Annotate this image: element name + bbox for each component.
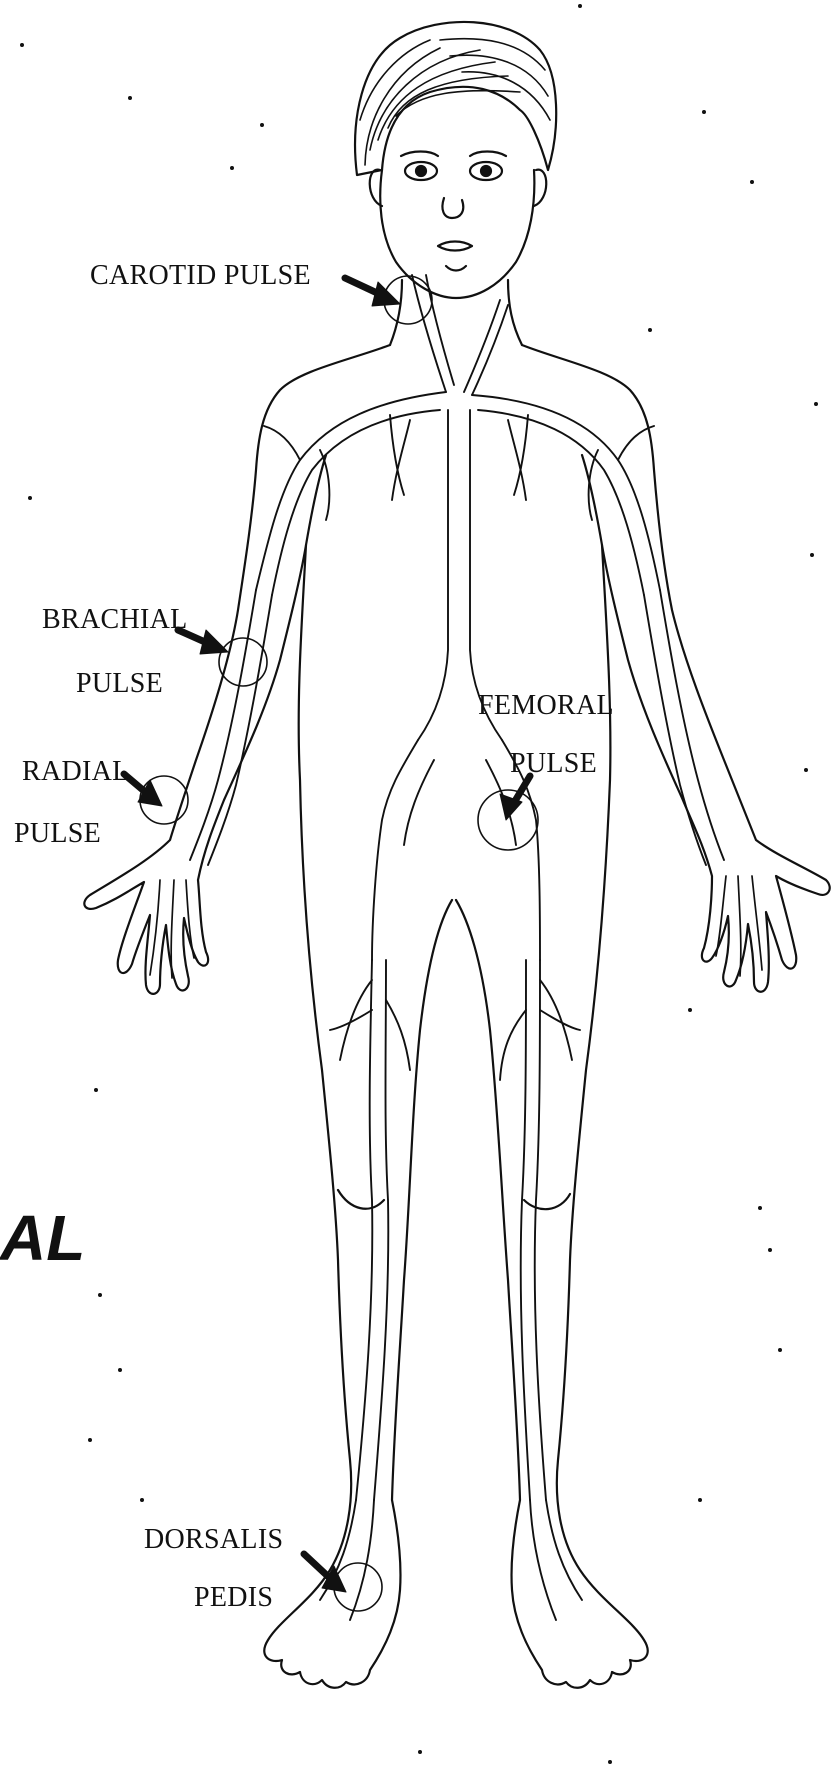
dorsalis-label-line2: PEDIS bbox=[194, 1584, 273, 1612]
brachial-label-line2: PULSE bbox=[76, 670, 163, 698]
radial-label-line1: RADIAL bbox=[22, 758, 130, 786]
hand-details bbox=[150, 876, 762, 978]
left-knee bbox=[338, 1190, 384, 1209]
femoral-label-line2: PULSE bbox=[510, 750, 597, 778]
radial-arrow bbox=[124, 774, 162, 806]
neck-right bbox=[508, 280, 522, 345]
mouth bbox=[438, 242, 472, 251]
carotid-pulse-label: CAROTID PULSE bbox=[90, 262, 311, 290]
eyes bbox=[401, 152, 506, 181]
right-ear bbox=[534, 170, 546, 206]
right-knee bbox=[524, 1194, 570, 1209]
head-outline bbox=[380, 170, 534, 298]
radial-label-line2: PULSE bbox=[14, 820, 101, 848]
dorsalis-arrow bbox=[304, 1554, 346, 1592]
hair bbox=[355, 22, 556, 175]
left-inner-arm bbox=[306, 455, 326, 545]
femoral-label-line1: FEMORAL bbox=[478, 692, 614, 720]
neck-left bbox=[390, 280, 402, 345]
cropped-title-fragment: AL bbox=[0, 1206, 85, 1270]
body-outline-left bbox=[84, 345, 452, 1688]
femoral-arrow bbox=[500, 776, 530, 820]
chin bbox=[446, 266, 466, 271]
body-outline-right bbox=[456, 345, 830, 1688]
arteries bbox=[190, 275, 724, 1620]
pulse-circles bbox=[140, 276, 538, 1611]
brachial-label-line1: BRACHIAL bbox=[42, 606, 188, 634]
dorsalis-label-line1: DORSALIS bbox=[144, 1526, 283, 1554]
nose bbox=[442, 198, 463, 218]
